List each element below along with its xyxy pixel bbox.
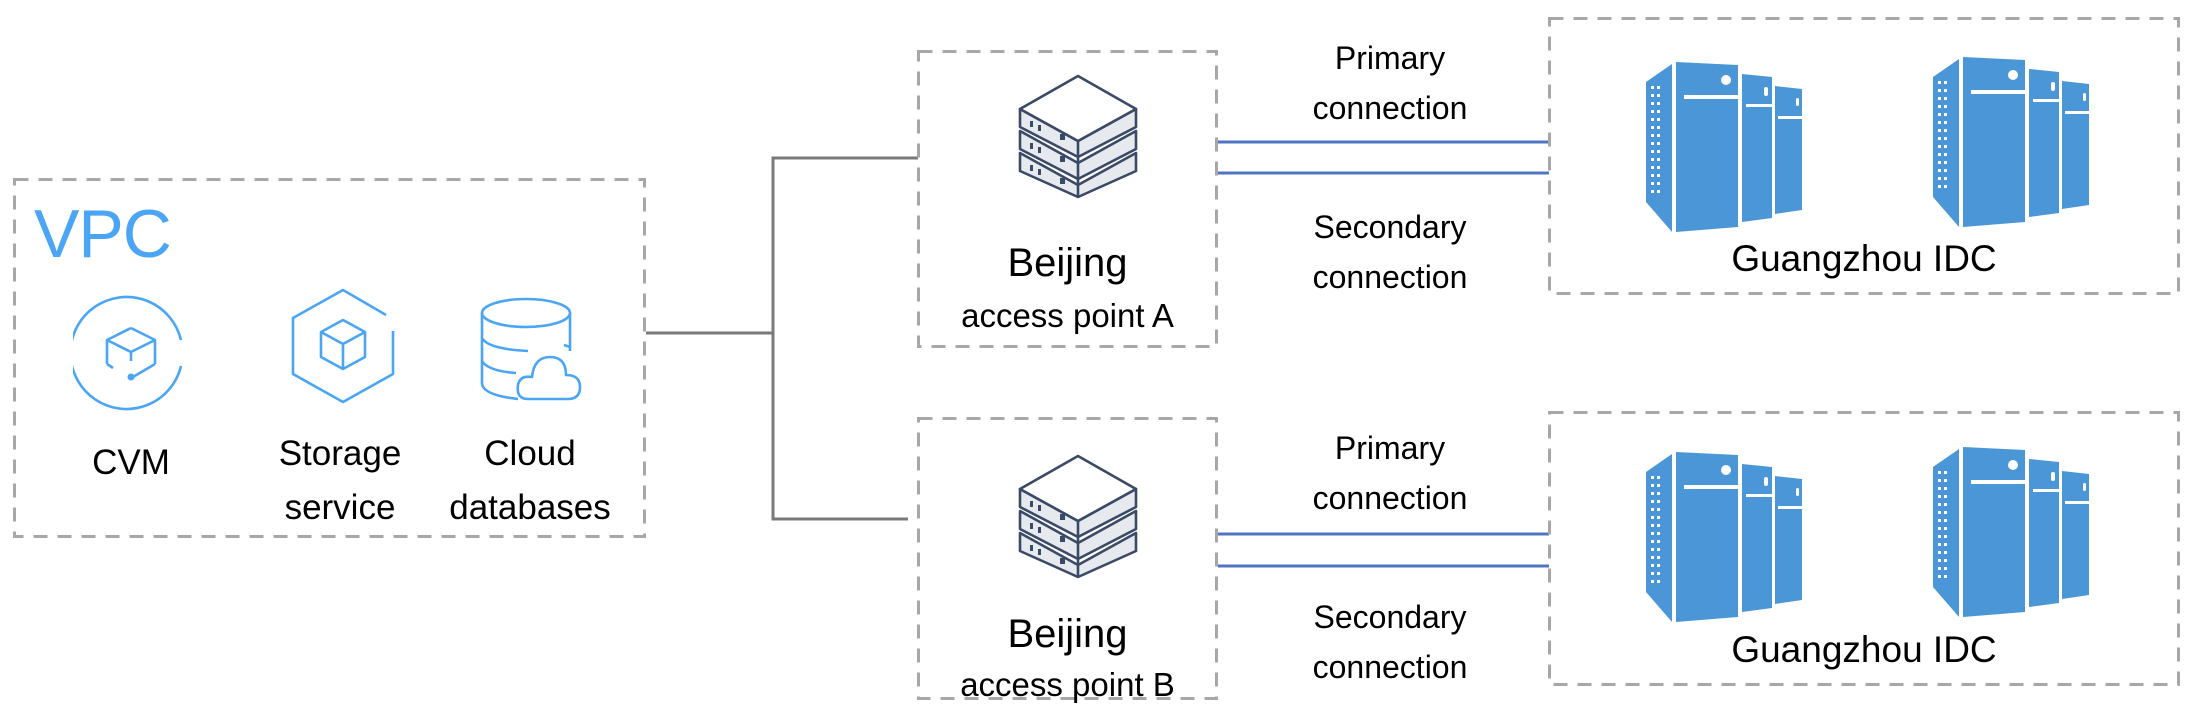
primary-connection-label-a: Primary connection [1240, 33, 1540, 133]
cvm-label-line: CVM [92, 443, 170, 482]
vpc-title: VPC [34, 196, 172, 272]
secondary-label-line-1: Secondary [1313, 599, 1467, 635]
idc-box-b [1548, 411, 2180, 686]
primary-label-line-2: connection [1312, 90, 1468, 126]
secondary-label-line-2: connection [1312, 649, 1468, 685]
branch-line-b [771, 333, 908, 521]
primary-label-line-1: Primary [1334, 430, 1446, 466]
server-tower-icon [1646, 62, 1802, 232]
idc-box-a-border [1548, 17, 2180, 295]
storage-label-line-2: service [284, 488, 396, 527]
idc-label-a: Guangzhou IDC [1731, 238, 1997, 279]
idc-box-a [1548, 17, 2180, 295]
server-tower-icon [1933, 57, 2089, 227]
access-point-a-border [917, 50, 1218, 348]
server-stack-icon-a [1018, 74, 1138, 199]
cloud-db-label: Cloud databases [440, 427, 620, 535]
access-point-b-border [917, 417, 1218, 700]
primary-label-line-2: connection [1312, 480, 1468, 516]
secondary-connection-label-b: Secondary connection [1240, 592, 1540, 692]
server-tower-icon [1933, 447, 2089, 617]
access-point-b-title: Beijing [1007, 612, 1128, 656]
vpc-box [13, 178, 646, 538]
access-point-a-title: Beijing [1007, 241, 1128, 285]
secondary-label-line-2: connection [1312, 259, 1468, 295]
idc-label-b: Guangzhou IDC [1731, 629, 1997, 670]
server-tower-icon [1646, 452, 1802, 622]
access-point-b-box [917, 417, 1218, 701]
cvm-label: CVM [71, 445, 191, 480]
access-point-a-box [917, 50, 1218, 348]
access-point-b-subtitle: access point B [960, 666, 1175, 703]
vpc-box-border [13, 178, 646, 538]
secondary-label-line-1: Secondary [1313, 209, 1467, 245]
cloud-db-label-line-1: Cloud [484, 434, 576, 473]
cloud-db-label-line-2: databases [449, 488, 611, 527]
cvm-icon [73, 295, 183, 411]
server-stack-icon-b [1018, 454, 1138, 579]
cloud-database-icon [480, 297, 582, 401]
idc-box-b-border [1548, 411, 2180, 686]
primary-label-line-1: Primary [1334, 40, 1446, 76]
secondary-connection-label-a: Secondary connection [1240, 202, 1540, 302]
branch-line-a [771, 156, 918, 333]
storage-label-line-1: Storage [278, 434, 402, 473]
access-point-a-subtitle: access point A [961, 297, 1174, 334]
primary-connection-label-b: Primary connection [1240, 423, 1540, 523]
storage-label: Storage service [260, 427, 420, 535]
storage-hexagon-icon [291, 288, 395, 404]
